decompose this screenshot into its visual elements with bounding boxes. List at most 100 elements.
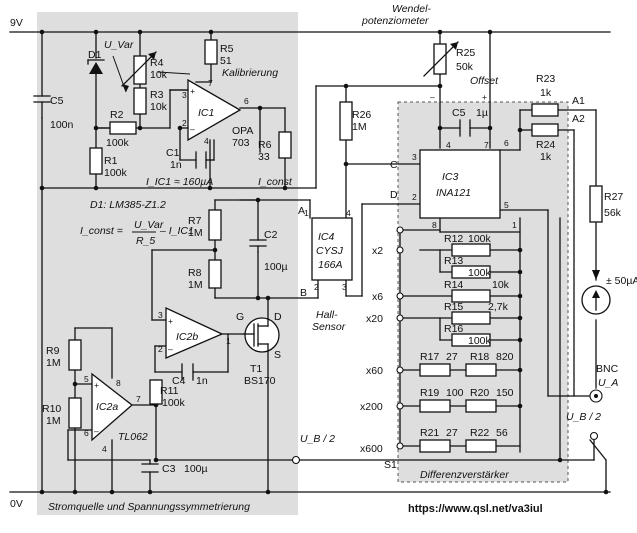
svg-text:C2: C2 (264, 229, 278, 241)
svg-text:R10: R10 (42, 403, 61, 415)
svg-text:100k: 100k (468, 335, 492, 347)
svg-text:7: 7 (484, 140, 489, 150)
svg-text:R3: R3 (150, 89, 164, 101)
svg-text:5: 5 (84, 374, 89, 384)
svg-text:x200: x200 (360, 401, 383, 413)
ua-label: U_A (598, 377, 618, 389)
ub2-terminal-left (291, 455, 301, 465)
svg-text:R2: R2 (110, 109, 124, 121)
r5-body (204, 39, 218, 65)
bnc-connector (589, 389, 607, 461)
r21-body (419, 439, 451, 453)
svg-text:1M: 1M (188, 227, 203, 239)
r7-body (208, 209, 222, 241)
svg-text:3: 3 (412, 152, 417, 162)
r22-body (465, 439, 497, 453)
svg-text:R13: R13 (444, 255, 463, 267)
svg-text:+: + (190, 86, 195, 96)
svg-text:R4: R4 (150, 57, 164, 69)
svg-text:51: 51 (220, 55, 232, 67)
svg-text:R27: R27 (604, 191, 623, 203)
r27-body (589, 185, 603, 223)
svg-text:1µ: 1µ (476, 107, 488, 119)
node-a1: A1 (572, 95, 585, 107)
r17-body (419, 363, 451, 377)
svg-text:6: 6 (84, 428, 89, 438)
svg-text:–: – (94, 426, 99, 436)
r14-body (451, 289, 491, 303)
iic1-label: I_IC1 ≈ 160µA (146, 176, 213, 188)
formula-den: R_5 (136, 235, 155, 247)
formula-lhs: I_const = (80, 225, 123, 237)
svg-text:+: + (168, 316, 173, 326)
svg-text:1k: 1k (540, 87, 552, 99)
svg-text:R23: R23 (536, 73, 555, 85)
svg-text:4: 4 (346, 208, 351, 218)
switch-s1[interactable] (396, 226, 404, 450)
sensor-label: Sensor (312, 321, 346, 333)
svg-text:–: – (430, 92, 435, 102)
svg-text:6: 6 (244, 96, 249, 106)
svg-text:1: 1 (226, 336, 231, 346)
meter-label: ± 50µA (606, 275, 637, 287)
svg-text:100k: 100k (468, 267, 492, 279)
svg-text:100k: 100k (468, 233, 492, 245)
svg-text:R17: R17 (420, 351, 439, 363)
r12-body (451, 243, 491, 257)
r8-body (208, 259, 222, 289)
svg-text:1M: 1M (46, 415, 61, 427)
wendel-label-2: potenziometer (361, 15, 429, 27)
svg-text:INA121: INA121 (436, 187, 471, 199)
r24-body (531, 123, 559, 137)
svg-text:R5: R5 (220, 43, 234, 55)
node-c: C (390, 159, 398, 171)
svg-text:x600: x600 (360, 443, 383, 455)
svg-text:2: 2 (314, 282, 319, 292)
svg-text:1M: 1M (188, 279, 203, 291)
svg-text:–: – (168, 344, 173, 354)
r18-body (465, 363, 497, 377)
svg-text:703: 703 (232, 137, 250, 149)
svg-text:CYSJ: CYSJ (316, 245, 344, 257)
gate-label: G (236, 311, 244, 323)
capacitors (33, 95, 471, 473)
node-d: D (390, 189, 398, 201)
svg-text:T1: T1 (250, 363, 262, 375)
svg-text:5: 5 (504, 200, 509, 210)
svg-text:100k: 100k (162, 397, 186, 409)
r6-body (278, 131, 292, 159)
svg-text:27: 27 (446, 351, 458, 363)
r4-body (133, 55, 147, 85)
formula-tail: – I_IC1 (159, 225, 194, 237)
svg-text:1n: 1n (170, 159, 182, 171)
offset-label: Offset (470, 75, 499, 87)
svg-text:R24: R24 (536, 139, 555, 151)
svg-text:R20: R20 (470, 387, 489, 399)
svg-text:OPA: OPA (232, 125, 253, 137)
svg-text:C4: C4 (172, 375, 186, 387)
ub2-terminal-right (589, 431, 599, 441)
svg-text:R9: R9 (46, 345, 60, 357)
svg-text:TL062: TL062 (118, 431, 148, 443)
ic3-body (419, 149, 501, 219)
node-b: B (300, 287, 307, 299)
node-a2: A2 (572, 113, 585, 125)
svg-text:R14: R14 (444, 279, 463, 291)
r3-body (133, 87, 147, 115)
svg-text:100µ: 100µ (184, 463, 208, 475)
svg-text:R16: R16 (444, 323, 463, 335)
svg-text:3: 3 (342, 282, 347, 292)
t1-mosfet (243, 317, 280, 353)
svg-text:6: 6 (504, 138, 509, 148)
potentiometer-arrows (112, 41, 459, 93)
svg-text:R22: R22 (470, 427, 489, 439)
svg-text:7: 7 (208, 78, 213, 88)
drain-label: D (274, 311, 282, 323)
r2-body (109, 121, 137, 135)
svg-text:R6: R6 (258, 139, 272, 151)
svg-text:x6: x6 (372, 291, 383, 303)
svg-text:27: 27 (446, 427, 458, 439)
svg-text:56k: 56k (604, 207, 622, 219)
svg-text:8: 8 (116, 378, 121, 388)
